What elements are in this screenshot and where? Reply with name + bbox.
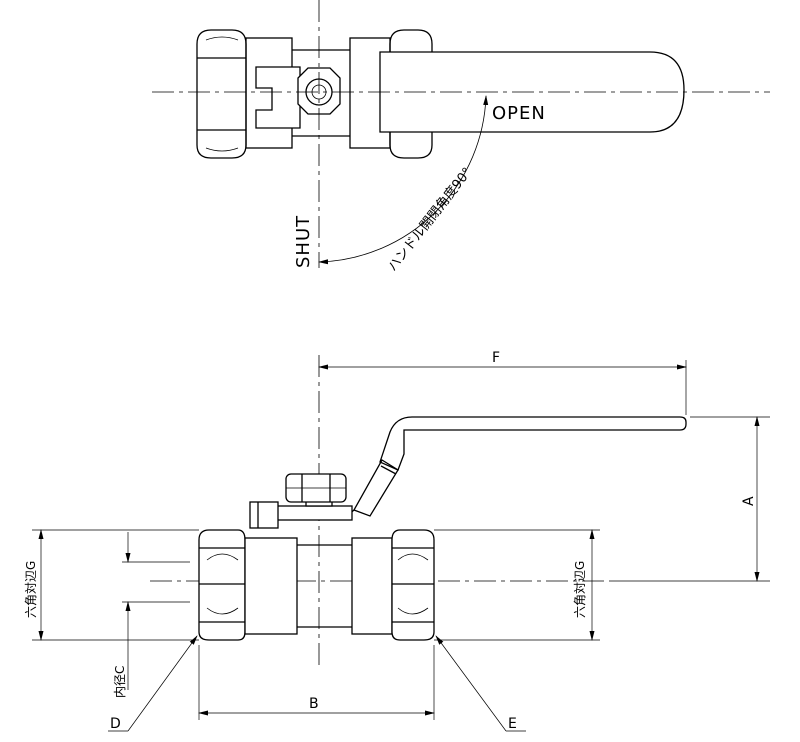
dim-c-label: 内径C [113, 666, 127, 698]
front-gland [271, 505, 353, 521]
leader-d: D [108, 635, 198, 732]
dim-g-left-label: 六角対辺G [24, 561, 38, 618]
front-handle [379, 416, 687, 471]
leader-d-label: D [110, 716, 121, 732]
dim-f-label: F [492, 350, 500, 366]
front-right-hex-end [391, 529, 435, 641]
top-stopper-plate [255, 66, 301, 129]
dimension-g-left: 六角対辺G [24, 529, 199, 641]
front-left-body [244, 537, 298, 635]
front-right-body [351, 537, 393, 635]
shut-label: SHUT [293, 215, 314, 268]
front-view: F A 六角対辺G 六角対辺G [24, 350, 770, 732]
leader-e: E [435, 635, 526, 732]
dim-b-label: B [309, 696, 319, 712]
dim-a-label: A [741, 496, 757, 506]
top-view: OPEN SHUT ハンドル開閉角度90° [152, 0, 770, 274]
open-label: OPEN [492, 103, 546, 124]
angle-label: ハンドル開閉角度90° [385, 164, 476, 274]
dimension-g-right: 六角対辺G [434, 529, 600, 641]
dimension-a: A [610, 416, 770, 582]
top-left-hex-end [196, 29, 247, 159]
front-left-hex-end [198, 529, 246, 641]
dimension-c: 内径C [113, 532, 190, 698]
leader-e-label: E [508, 716, 517, 732]
front-stem-nut [285, 473, 347, 503]
rotation-arc [318, 95, 489, 265]
dim-g-right-label: 六角対辺G [573, 561, 587, 618]
dimension-f: F [318, 350, 687, 415]
dimension-b: B [198, 645, 435, 720]
